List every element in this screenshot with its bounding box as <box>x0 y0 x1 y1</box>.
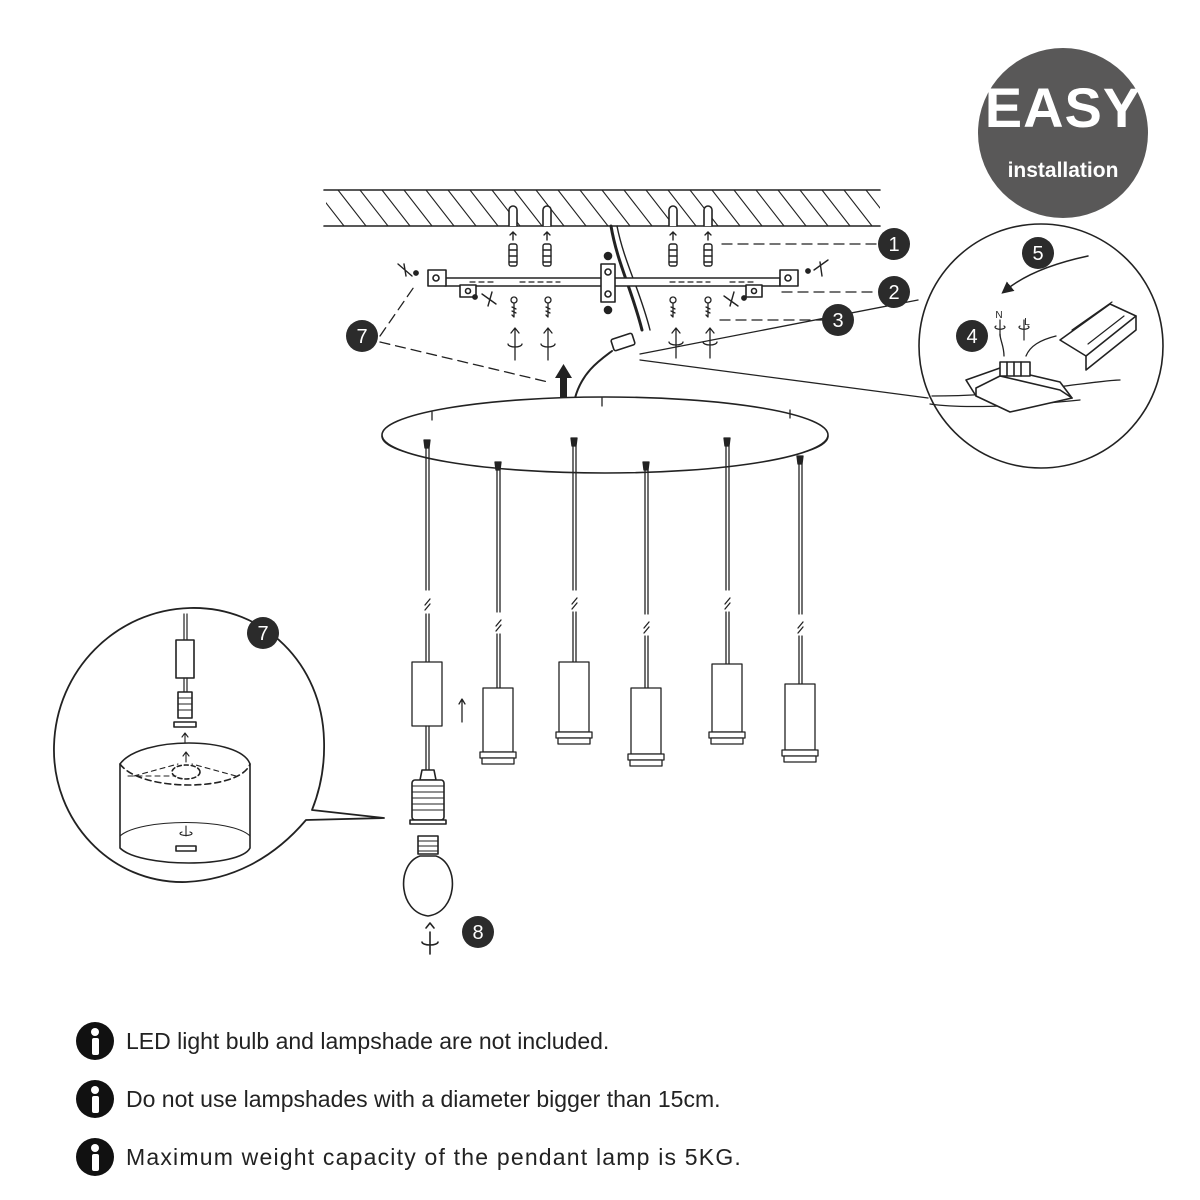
pendant-cords <box>411 437 819 771</box>
canopy-plate <box>381 396 829 474</box>
ceiling <box>323 189 881 227</box>
lamp-socket-and-bulb <box>402 769 454 955</box>
step-4-marker: 4 <box>956 320 988 352</box>
note-text: Maximum weight capacity of the pendant l… <box>126 1144 743 1170</box>
notes-list: LED light bulb and lampshade are not inc… <box>76 1022 1156 1196</box>
bracket-side-screws <box>397 259 829 307</box>
note-item: Maximum weight capacity of the pendant l… <box>76 1138 1156 1196</box>
mounting-bracket <box>427 251 799 315</box>
wiring-detail-view: N L <box>918 223 1164 469</box>
step-7-marker-top: 7 <box>346 320 378 352</box>
step-5-marker: 5 <box>1022 237 1054 269</box>
fixing-screws <box>507 296 718 361</box>
info-icon <box>76 1138 114 1176</box>
drill-holes <box>508 205 713 227</box>
badge-subtitle: installation <box>1007 159 1119 182</box>
easy-installation-badge: EASY installation <box>978 48 1148 218</box>
step-8-marker: 8 <box>462 916 494 948</box>
step-2-marker: 2 <box>878 276 910 308</box>
mains-cable <box>574 224 651 399</box>
step-5-label: 5 <box>1032 243 1043 265</box>
cable-terminal-block <box>610 332 636 352</box>
note-item: Do not use lampshades with a diameter bi… <box>76 1080 1156 1138</box>
lampshade-detail-view <box>53 607 385 883</box>
leader-lines <box>379 243 879 383</box>
step-1-label: 1 <box>888 234 899 256</box>
lift-canopy-arrow <box>555 364 572 398</box>
note-item: LED light bulb and lampshade are not inc… <box>76 1022 1156 1080</box>
step-1-marker: 1 <box>878 228 910 260</box>
badge-title: EASY <box>984 76 1142 139</box>
step-7-marker-detail: 7 <box>247 617 279 649</box>
info-icon <box>76 1022 114 1060</box>
live-label: L <box>1024 317 1030 328</box>
wiring-callout-lines <box>639 299 929 399</box>
note-text: Do not use lampshades with a diameter bi… <box>126 1086 721 1112</box>
step-7-label-top: 7 <box>356 326 367 348</box>
wall-anchors <box>508 231 713 267</box>
neutral-label: N <box>995 310 1002 321</box>
step-7-label-detail: 7 <box>257 623 268 645</box>
ceiling-hatching <box>326 190 880 226</box>
step-8-label: 8 <box>472 922 483 944</box>
info-icon <box>76 1080 114 1118</box>
installation-diagram: 1 2 3 7 N L 4 5 <box>53 189 1164 955</box>
step-2-label: 2 <box>888 282 899 304</box>
note-text: LED light bulb and lampshade are not inc… <box>126 1028 610 1054</box>
step-4-label: 4 <box>966 326 977 348</box>
step-3-label: 3 <box>832 310 843 332</box>
step-3-marker: 3 <box>822 304 854 336</box>
